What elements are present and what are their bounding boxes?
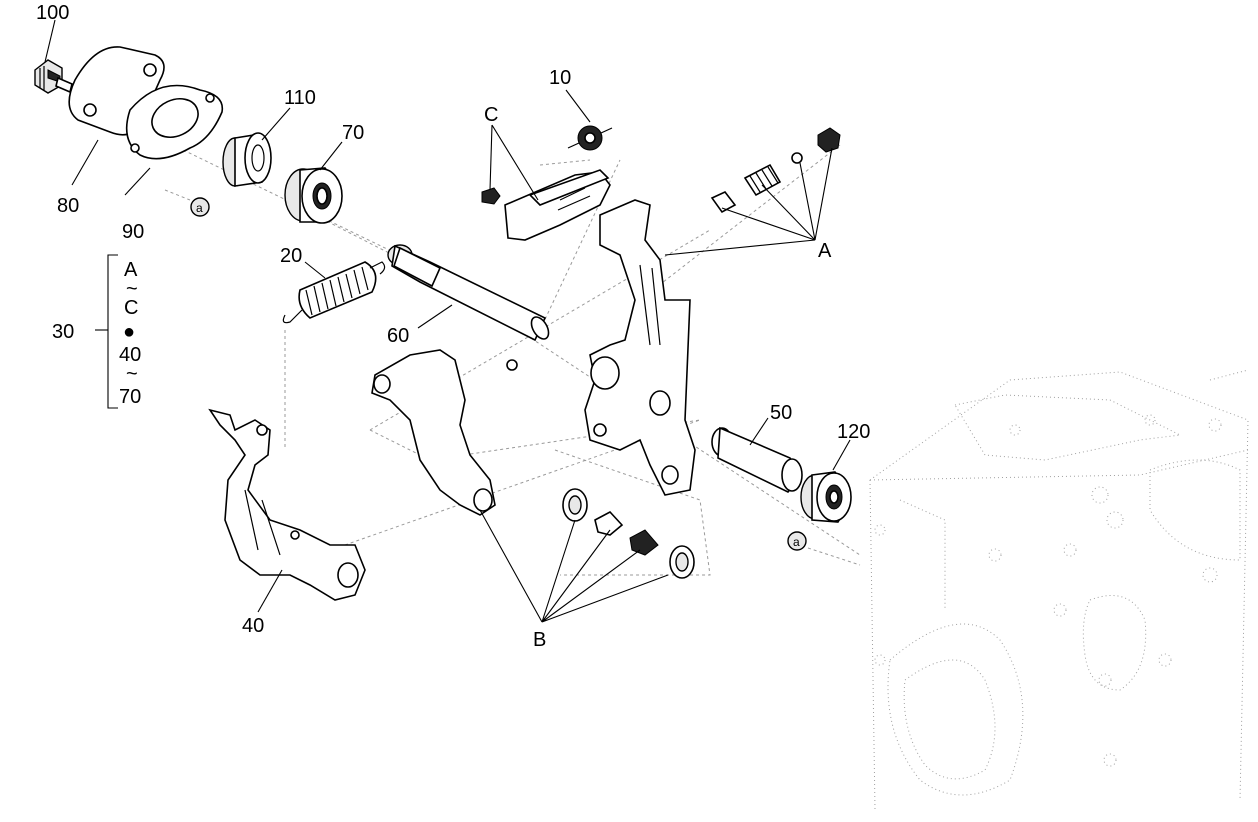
- kit-bracket-30: [107, 254, 118, 409]
- gasket-90: [125, 84, 224, 160]
- callout-c: C: [484, 104, 498, 126]
- callout-40: 40: [242, 615, 264, 637]
- part-group-a: [710, 127, 841, 214]
- engine-block: [869, 369, 1249, 811]
- ref-a-left-text: a: [196, 201, 203, 215]
- part-group-b: [562, 488, 695, 579]
- leader-lines: [44, 19, 851, 623]
- callout-50: 50: [770, 402, 792, 424]
- callout-80: 80: [57, 195, 79, 217]
- kit-line-1: A: [124, 259, 138, 281]
- reference-a-right: a: [787, 531, 861, 566]
- kit-line-2: ~: [126, 278, 138, 300]
- bushing-110: [222, 132, 272, 187]
- bearing-120: [800, 471, 852, 523]
- center-lever: [371, 349, 518, 516]
- bolt-100: [34, 59, 73, 94]
- kit-bracket-contents: A ~ C ● 40 ~ 70: [119, 259, 141, 408]
- callout-30: 30: [52, 321, 74, 343]
- sleeve-50: [711, 426, 803, 493]
- kit-line-4: ●: [123, 321, 135, 343]
- nut-10: [567, 125, 613, 151]
- callout-b: B: [533, 629, 546, 651]
- callout-90: 90: [122, 221, 144, 243]
- bearing-70: [284, 167, 343, 224]
- callout-a: A: [818, 240, 832, 262]
- callout-labels: 100 80 90 110 70 20 60 10 C A 50 120 40 …: [36, 2, 870, 651]
- callout-20: 20: [280, 245, 302, 267]
- part-group-c: [481, 169, 611, 241]
- shaft-60: [387, 244, 550, 342]
- lever-plate: [584, 199, 696, 496]
- kit-line-3: C: [124, 297, 138, 319]
- callout-100: 100: [36, 2, 69, 24]
- callout-10: 10: [549, 67, 571, 89]
- callout-60: 60: [387, 325, 409, 347]
- callout-110: 110: [284, 87, 316, 109]
- callout-70: 70: [342, 122, 364, 144]
- spring-20: [282, 261, 386, 324]
- reference-a-left: a: [164, 189, 210, 217]
- kit-line-6: ~: [126, 363, 138, 385]
- callout-120: 120: [837, 421, 870, 443]
- ref-a-right-text: a: [793, 535, 800, 549]
- kit-line-7: 70: [119, 386, 141, 408]
- kit-line-5: 40: [119, 344, 141, 366]
- lever-40: [208, 408, 366, 601]
